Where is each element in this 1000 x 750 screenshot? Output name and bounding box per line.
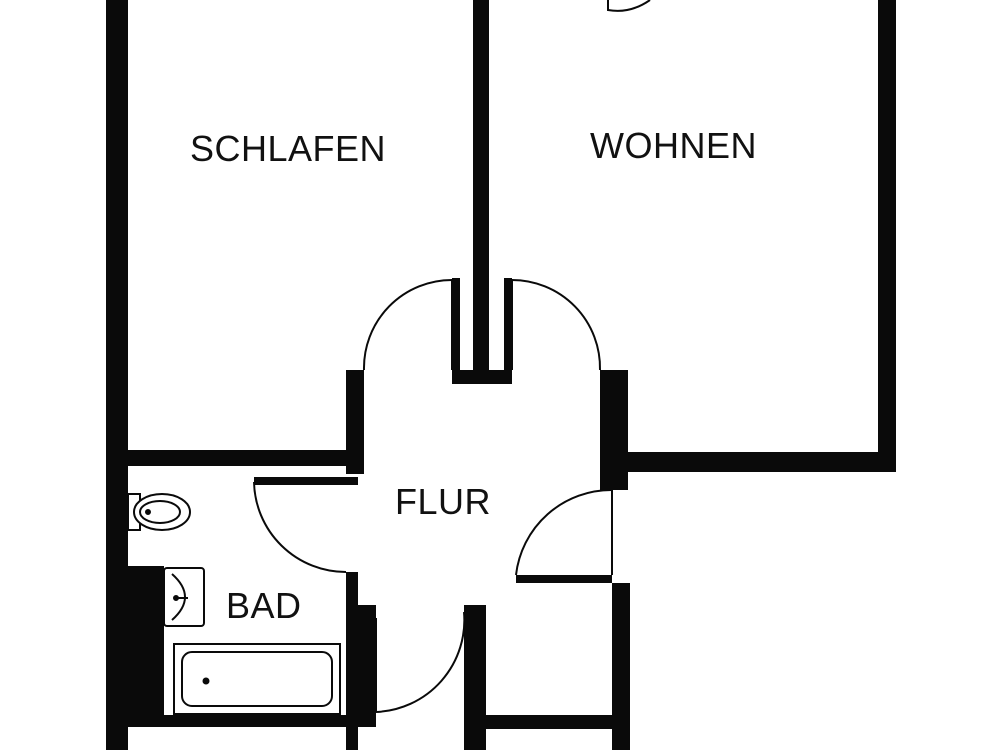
wall-bad-right-stub <box>358 605 376 715</box>
wall-right-outer <box>878 0 896 472</box>
wall-lower-center-bottom <box>464 715 614 729</box>
room-label-bad: BAD <box>226 585 302 626</box>
wall-bottom-left <box>106 715 376 727</box>
wall-schlafen-bottom <box>106 450 346 466</box>
door-top-swing <box>607 0 651 12</box>
wall-door-lintel <box>452 370 512 384</box>
wall-left-outer <box>106 0 128 750</box>
wall-bad-right <box>346 572 358 750</box>
wall-lower-center <box>464 605 486 750</box>
wall-wohnen-bottom <box>610 452 896 472</box>
door-schlafen-swing <box>362 279 453 371</box>
door-lower-swing <box>375 611 466 713</box>
room-label-schlafen: SCHLAFEN <box>190 128 387 169</box>
door-entry-swing <box>515 488 613 576</box>
bathtub-icon <box>173 643 341 715</box>
wall-door-jamb-left <box>452 278 460 370</box>
walls <box>106 0 896 750</box>
door-wohnen-swing <box>511 279 602 371</box>
wall-flur-right-upper <box>600 370 628 490</box>
door-bad-swing <box>253 481 347 573</box>
wall-schlafen-wohnen <box>473 0 489 370</box>
wall-flur-left-upper <box>346 370 364 474</box>
wall-flur-right-lower <box>612 583 630 750</box>
wall-bad-service-shaft <box>128 566 164 716</box>
wall-flur-entry-stub <box>516 575 612 583</box>
sink-icon <box>163 567 205 627</box>
toilet-icon <box>127 493 191 531</box>
room-label-wohnen: WOHNEN <box>590 125 757 166</box>
doors <box>253 0 651 713</box>
room-label-flur: FLUR <box>395 481 492 522</box>
wall-door-jamb-right <box>504 278 512 370</box>
